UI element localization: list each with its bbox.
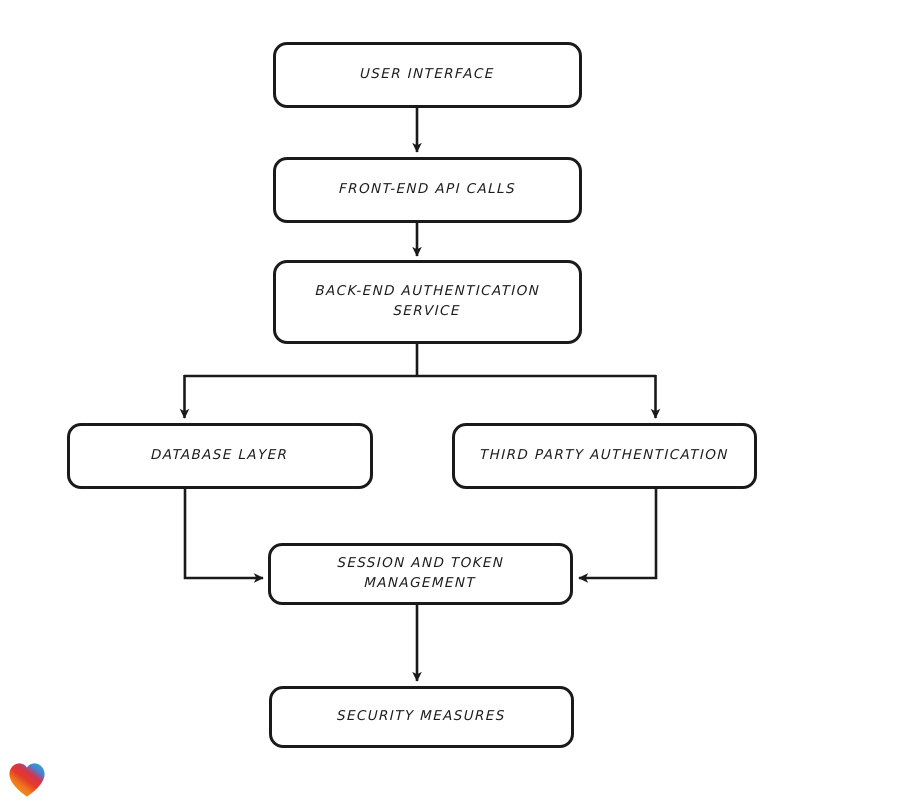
node-frontend-api-calls[interactable]: FRONT-END API CALLS: [273, 157, 582, 223]
node-session-and-token-management[interactable]: SESSION AND TOKEN MANAGEMENT: [268, 543, 573, 605]
node-user-interface-label: USER INTERFACE: [359, 66, 496, 83]
node-third-party-authentication[interactable]: THIRD PARTY AUTHENTICATION: [452, 423, 757, 489]
heart-icon: [9, 763, 45, 797]
node-third-party-authentication-label: THIRD PARTY AUTHENTICATION: [479, 447, 730, 464]
node-database-layer-label: DATABASE LAYER: [151, 447, 289, 464]
node-database-layer[interactable]: DATABASE LAYER: [67, 423, 373, 489]
node-backend-authentication-service[interactable]: BACK-END AUTHENTICATION SERVICE: [273, 260, 582, 344]
node-backend-authentication-service-label: BACK-END AUTHENTICATION SERVICE: [315, 283, 541, 319]
node-security-measures-label: SECURITY MEASURES: [336, 708, 507, 725]
edge-thirdparty-to-session: [578, 489, 658, 583]
edge-database-to-session: [183, 489, 264, 583]
node-frontend-api-calls-label: FRONT-END API CALLS: [338, 181, 517, 198]
node-session-and-token-management-label: SESSION AND TOKEN MANAGEMENT: [337, 555, 505, 591]
node-user-interface[interactable]: USER INTERFACE: [273, 42, 582, 108]
node-security-measures[interactable]: SECURITY MEASURES: [269, 686, 574, 748]
